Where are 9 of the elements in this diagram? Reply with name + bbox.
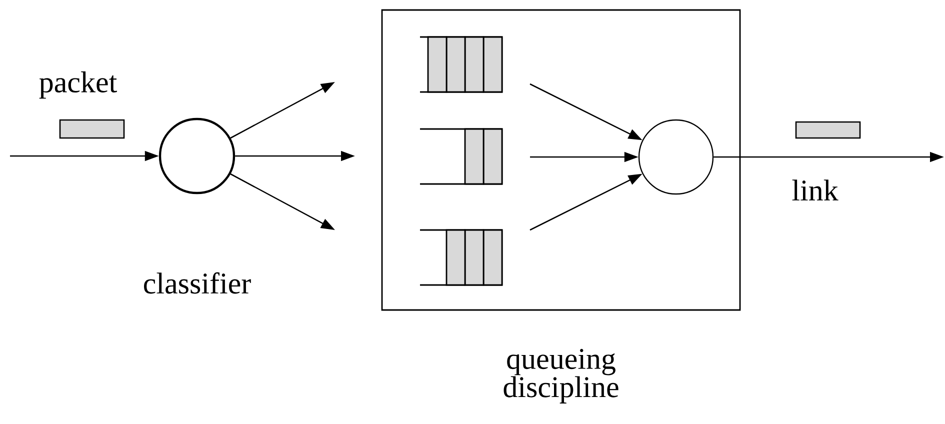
node-label: classifier (144, 272, 251, 294)
node-label: queueing discipline (504, 348, 618, 404)
text-label: packet (39, 71, 117, 99)
text-label: link (792, 180, 838, 200)
scheduler-circle (638, 119, 714, 195)
queue-drawing (420, 128, 503, 185)
queue-drawing (420, 36, 503, 93)
queueing-box: queueing discipline (381, 9, 741, 404)
queue-drawing (420, 229, 503, 286)
